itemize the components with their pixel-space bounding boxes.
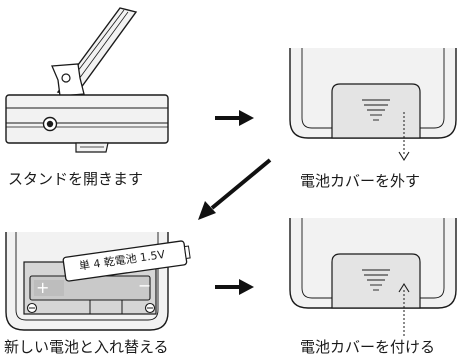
device-back-cover-remove: [289, 48, 457, 162]
arrow-right-icon: [215, 110, 254, 126]
arrow-right-icon-2: [215, 279, 254, 295]
step4-caption: 電池カバーを付ける: [300, 338, 436, 356]
device-side-view: [5, 7, 169, 153]
arrow-diagonal-icon: [198, 158, 272, 220]
step1-caption: スタンドを開きます: [8, 170, 144, 188]
device-back-cover-attach: [289, 218, 457, 338]
battery-minus-symbol: −: [138, 276, 152, 295]
step2-caption: 電池カバーを外す: [300, 172, 421, 190]
battery-plus-symbol: +: [36, 278, 50, 297]
step3-caption: 新しい電池と入れ替える: [4, 338, 169, 356]
device-battery-compartment: [5, 232, 191, 331]
